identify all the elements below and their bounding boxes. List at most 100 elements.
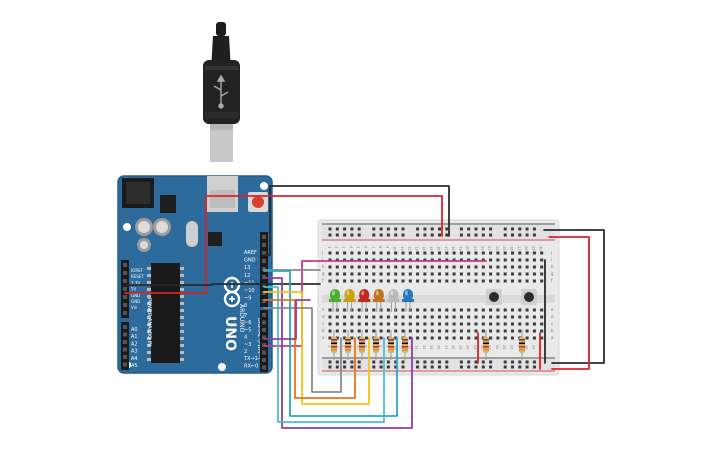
breadboard-rail-hole[interactable] — [343, 227, 347, 231]
breadboard-hole[interactable] — [452, 315, 456, 319]
breadboard-hole[interactable] — [328, 251, 332, 255]
breadboard-hole[interactable] — [335, 315, 339, 319]
led[interactable] — [358, 289, 371, 312]
breadboard-rail-hole[interactable] — [372, 360, 376, 364]
breadboard-rail-hole[interactable] — [401, 360, 405, 364]
breadboard-hole[interactable] — [350, 336, 354, 340]
breadboard-rail-hole[interactable] — [438, 360, 441, 364]
breadboard-hole[interactable] — [503, 251, 507, 255]
breadboard-hole[interactable] — [386, 322, 390, 326]
header-hole[interactable] — [123, 355, 127, 359]
breadboard-hole[interactable] — [372, 251, 376, 255]
header-hole[interactable] — [262, 259, 266, 263]
breadboard-hole[interactable] — [379, 329, 383, 333]
breadboard-hole[interactable] — [525, 308, 529, 312]
header-hole[interactable] — [123, 340, 127, 344]
gnd-wire-2[interactable] — [124, 283, 321, 286]
breadboard-hole[interactable] — [379, 251, 383, 255]
breadboard-hole[interactable] — [445, 322, 449, 326]
breadboard-hole[interactable] — [401, 315, 405, 319]
breadboard-hole[interactable] — [394, 251, 398, 255]
breadboard-hole[interactable] — [496, 329, 500, 333]
breadboard-rail-hole[interactable] — [357, 227, 361, 231]
breadboard-rail-hole[interactable] — [379, 227, 383, 231]
breadboard-hole[interactable] — [416, 322, 420, 326]
breadboard-hole[interactable] — [408, 279, 412, 283]
purple-wire-2[interactable] — [263, 299, 311, 340]
breadboard-hole[interactable] — [438, 272, 441, 276]
breadboard-rail-hole[interactable] — [394, 365, 398, 369]
breadboard-rail-hole[interactable] — [350, 227, 354, 231]
breadboard-hole[interactable] — [474, 272, 478, 276]
breadboard-hole[interactable] — [328, 258, 332, 262]
breadboard-hole[interactable] — [452, 265, 456, 269]
breadboard-hole[interactable] — [386, 279, 390, 283]
breadboard-hole[interactable] — [532, 279, 536, 283]
header-hole[interactable] — [123, 295, 127, 299]
breadboard-hole[interactable] — [350, 279, 354, 283]
header-hole[interactable] — [262, 243, 266, 247]
header-hole[interactable] — [262, 343, 266, 347]
breadboard-hole[interactable] — [525, 329, 529, 333]
breadboard-hole[interactable] — [525, 322, 529, 326]
breadboard-hole[interactable] — [532, 272, 536, 276]
breadboard-hole[interactable] — [511, 322, 514, 326]
breadboard-hole[interactable] — [357, 315, 361, 319]
breadboard-hole[interactable] — [496, 265, 500, 269]
breadboard-rail-hole[interactable] — [511, 227, 514, 231]
breadboard-rail-hole[interactable] — [481, 227, 485, 231]
breadboard-rail-hole[interactable] — [445, 365, 449, 369]
breadboard-hole[interactable] — [459, 265, 463, 269]
breadboard-hole[interactable] — [408, 336, 412, 340]
breadboard-hole[interactable] — [496, 315, 500, 319]
breadboard-hole[interactable] — [416, 329, 420, 333]
breadboard-hole[interactable] — [438, 315, 441, 319]
header-hole[interactable] — [123, 279, 127, 283]
breadboard-hole[interactable] — [540, 329, 544, 333]
breadboard-hole[interactable] — [386, 258, 390, 262]
breadboard-hole[interactable] — [467, 272, 471, 276]
breadboard-hole[interactable] — [357, 251, 361, 255]
breadboard-rail-hole[interactable] — [459, 360, 463, 364]
breadboard-hole[interactable] — [489, 272, 493, 276]
breadboard-hole[interactable] — [357, 272, 361, 276]
header-hole[interactable] — [262, 328, 266, 332]
breadboard-hole[interactable] — [474, 279, 478, 283]
breadboard-rail-hole[interactable] — [372, 233, 376, 237]
breadboard-hole[interactable] — [423, 308, 427, 312]
breadboard-hole[interactable] — [430, 251, 434, 255]
breadboard-hole[interactable] — [525, 315, 529, 319]
breadboard-hole[interactable] — [343, 272, 347, 276]
breadboard-hole[interactable] — [423, 336, 427, 340]
breadboard-rail-hole[interactable] — [511, 233, 514, 237]
breadboard-hole[interactable] — [467, 308, 471, 312]
push-button-1[interactable] — [486, 289, 502, 305]
breadboard-hole[interactable] — [401, 272, 405, 276]
breadboard-rail-hole[interactable] — [401, 227, 405, 231]
breadboard-hole[interactable] — [357, 336, 361, 340]
breadboard-hole[interactable] — [350, 315, 354, 319]
breadboard-rail-hole[interactable] — [350, 233, 354, 237]
breadboard-rail-hole[interactable] — [467, 365, 471, 369]
breadboard-hole[interactable] — [401, 308, 405, 312]
breadboard-rail-hole[interactable] — [328, 227, 332, 231]
breadboard-rail-hole[interactable] — [386, 227, 390, 231]
header-hole[interactable] — [123, 347, 127, 352]
breadboard-hole[interactable] — [518, 251, 522, 255]
breadboard-rail-hole[interactable] — [481, 365, 485, 369]
header-hole[interactable] — [262, 350, 266, 355]
breadboard-hole[interactable] — [328, 315, 332, 319]
breadboard-hole[interactable] — [328, 336, 332, 340]
breadboard-hole[interactable] — [372, 315, 376, 319]
breadboard-hole[interactable] — [343, 308, 347, 312]
breadboard-rail-hole[interactable] — [386, 360, 390, 364]
breadboard-hole[interactable] — [532, 336, 536, 340]
analog-header[interactable] — [121, 322, 129, 370]
breadboard-rail-hole[interactable] — [357, 360, 361, 364]
breadboard-hole[interactable] — [540, 251, 544, 255]
resistor[interactable] — [402, 330, 408, 360]
breadboard-rail-hole[interactable] — [467, 360, 471, 364]
breadboard-hole[interactable] — [503, 336, 507, 340]
breadboard-rail-hole[interactable] — [343, 365, 347, 369]
breadboard-rail-hole[interactable] — [503, 360, 507, 364]
